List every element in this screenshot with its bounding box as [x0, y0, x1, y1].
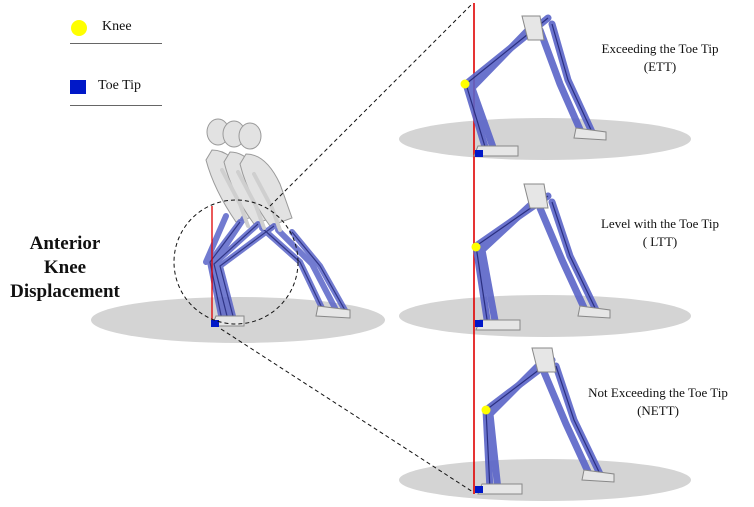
panel-1-floor [399, 118, 691, 160]
panel-1-toe-marker [475, 150, 483, 157]
main-label-line-2: Knee [43, 257, 87, 278]
main-skeleton-figure [203, 118, 351, 327]
panel-1-knee-marker [460, 79, 470, 89]
panel-3-knee-marker [481, 405, 491, 415]
legend-knee-swatch [71, 20, 87, 36]
panel-3-caption-line-1: Not Exceeding the Toe Tip [588, 385, 728, 400]
main-label-line-3: Displacement [10, 281, 120, 302]
panel-2-toe-marker [475, 320, 483, 327]
panel-1-caption-line-2: (ETT) [643, 59, 677, 74]
panel-2-skeleton [472, 183, 611, 331]
legend-knee-underline [70, 43, 162, 44]
panel-2-caption: Level with the Toe Tip ( LTT) [570, 215, 750, 251]
legend-toe-label: Toe Tip [98, 78, 141, 93]
panel-2-knee-marker [471, 242, 481, 252]
panel-2-caption-line-1: Level with the Toe Tip [600, 216, 719, 231]
panel-3-floor [399, 459, 691, 501]
main-label-line-1: Anterior [29, 233, 101, 254]
zoom-line-bottom [220, 328, 474, 493]
legend-toe-swatch [70, 80, 86, 94]
zoom-circle [173, 199, 299, 325]
panel-2-caption-line-2: ( LTT) [642, 234, 678, 249]
main-toe-marker [211, 320, 219, 327]
panel-2-floor [399, 295, 691, 337]
legend-toe-underline [70, 105, 162, 106]
panel-3-toe-marker [475, 486, 483, 493]
legend-knee-label: Knee [102, 19, 132, 34]
panel-3-caption: Not Exceeding the Toe Tip (NETT) [565, 384, 751, 420]
panel-1-caption-line-1: Exceeding the Toe Tip [601, 41, 719, 56]
zoom-line-top [269, 2, 474, 207]
main-label: Anterior Knee Displacement [0, 232, 130, 304]
panel-3-caption-line-2: (NETT) [637, 403, 679, 418]
panel-1-caption: Exceeding the Toe Tip (ETT) [570, 40, 750, 76]
